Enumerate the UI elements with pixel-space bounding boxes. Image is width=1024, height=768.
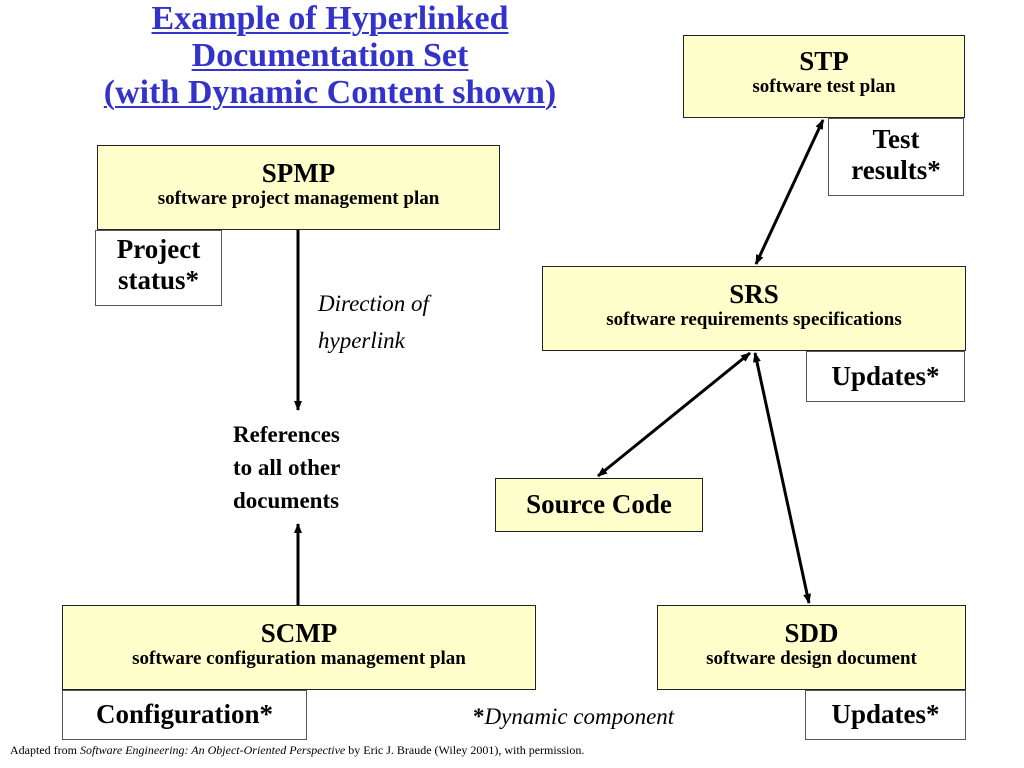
stp-full-name: software test plan: [752, 76, 896, 97]
sdd-dynamic-line-1: Updates*: [831, 699, 940, 729]
spmp-full-name: software project management plan: [157, 188, 440, 209]
stp-box[interactable]: STP software test plan: [683, 35, 965, 118]
arrow-srs-sdd: [752, 352, 812, 604]
sdd-full-name: software design document: [706, 648, 917, 669]
legend-text: Dynamic component: [484, 704, 675, 729]
stp-abbr: STP: [799, 46, 849, 76]
spmp-abbr: SPMP: [261, 158, 336, 188]
direction-line-1: Direction of: [318, 291, 429, 316]
arrow-srs-source-code: [597, 351, 751, 478]
references-line-1: References: [233, 422, 340, 447]
arrow-stp-srs: [754, 119, 825, 265]
references-line-2: to all other: [233, 455, 341, 480]
direction-of-hyperlink-label: Direction of hyperlink: [318, 285, 429, 359]
srs-abbr: SRS: [729, 279, 779, 309]
scmp-box[interactable]: SCMP software configuration management p…: [62, 605, 536, 690]
stp-dynamic-line-1: Test: [872, 124, 920, 154]
scmp-dynamic-line-1: Configuration*: [95, 699, 274, 729]
legend-star: *: [473, 704, 485, 729]
stp-dynamic-box[interactable]: Test results*: [828, 118, 964, 196]
references-line-3: documents: [233, 488, 340, 513]
scmp-full-name: software configuration management plan: [132, 648, 466, 669]
title-line-1: Example of Hyperlinked: [151, 0, 509, 37]
srs-dynamic-line-1: Updates*: [831, 361, 940, 391]
attribution-footer: Adapted from Software Engineering: An Ob…: [10, 743, 584, 758]
srs-box[interactable]: SRS software requirements specifications: [542, 266, 966, 351]
footer-prefix: Adapted from: [10, 743, 80, 757]
slide-title[interactable]: Example of Hyperlinked Documentation Set…: [40, 0, 620, 111]
footer-suffix: by Eric J. Braude (Wiley 2001), with per…: [345, 743, 585, 757]
dynamic-component-legend: *Dynamic component: [473, 704, 674, 730]
sdd-dynamic-box[interactable]: Updates*: [805, 690, 966, 740]
references-label: References to all other documents: [233, 418, 340, 517]
scmp-abbr: SCMP: [260, 618, 338, 648]
spmp-dynamic-line-1: Project: [116, 234, 201, 264]
srs-full-name: software requirements specifications: [606, 309, 902, 330]
stp-dynamic-line-2: results*: [851, 155, 941, 185]
title-line-3: (with Dynamic Content shown): [103, 74, 557, 111]
sdd-box[interactable]: SDD software design document: [657, 605, 966, 690]
sdd-abbr: SDD: [784, 618, 839, 648]
source-code-box[interactable]: Source Code: [495, 478, 703, 532]
title-line-2: Documentation Set: [191, 37, 469, 74]
footer-book-title: Software Engineering: An Object-Oriented…: [79, 743, 346, 757]
spmp-box[interactable]: SPMP software project management plan: [97, 145, 500, 230]
spmp-dynamic-box[interactable]: Project status*: [95, 230, 222, 306]
scmp-dynamic-box[interactable]: Configuration*: [62, 690, 307, 740]
spmp-dynamic-line-2: status*: [117, 265, 199, 295]
source-code-label: Source Code: [526, 489, 672, 519]
direction-line-2: hyperlink: [318, 328, 405, 353]
srs-dynamic-box[interactable]: Updates*: [806, 351, 965, 402]
